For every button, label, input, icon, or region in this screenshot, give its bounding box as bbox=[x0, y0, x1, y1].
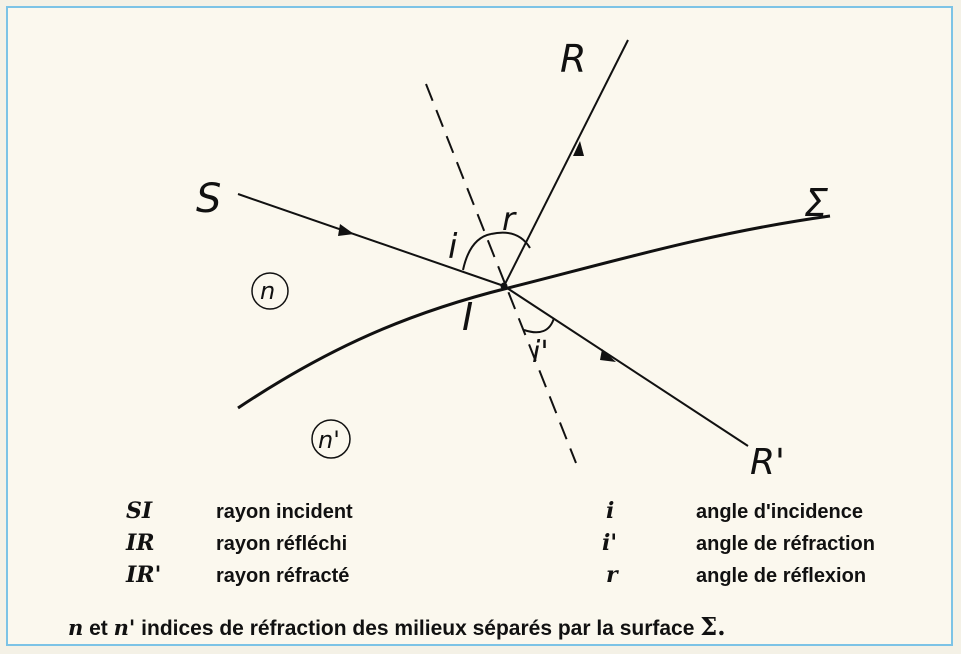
incidence-angle-arc bbox=[462, 233, 492, 271]
legend-symbol-ir-prime: IR' bbox=[126, 562, 162, 588]
legend-text-refraction-angle: angle de réfraction bbox=[696, 533, 875, 555]
label-angle-i: i bbox=[448, 227, 458, 267]
legend-symbol-i: i bbox=[606, 498, 615, 524]
label-sigma: Σ bbox=[804, 181, 828, 225]
footnote-n-prime: n' bbox=[113, 615, 136, 640]
legend-symbol-si: SI bbox=[126, 498, 153, 524]
footnote-text: indices de réfraction des milieux séparé… bbox=[135, 617, 701, 640]
label-angle-r: r bbox=[502, 200, 517, 238]
medium-n-prime-circle bbox=[311, 419, 351, 459]
label-n: n bbox=[260, 277, 275, 305]
legend-text-incidence-angle: angle d'incidence bbox=[696, 501, 864, 523]
legend-text-refracted: rayon réfracté bbox=[216, 565, 350, 587]
refraction-angle-arc bbox=[523, 317, 555, 334]
label-i-point: I bbox=[462, 295, 473, 339]
legend-text-incident: rayon incident bbox=[216, 501, 353, 523]
surface-sigma-curve bbox=[237, 214, 831, 410]
medium-n-circle bbox=[251, 272, 289, 310]
footnote: n et n' indices de réfraction des milieu… bbox=[68, 612, 726, 641]
refraction-diagram: S R R' I Σ i r i' n n' bbox=[196, 37, 831, 483]
label-angle-i-prime: i' bbox=[532, 335, 549, 370]
legend-symbol-i-prime: i' bbox=[602, 530, 618, 556]
legend-symbol-ir: IR bbox=[126, 530, 155, 556]
legend-text-reflected: rayon réfléchi bbox=[216, 533, 348, 555]
incident-arrow bbox=[338, 224, 354, 236]
reflected-ray bbox=[503, 39, 629, 287]
incident-ray bbox=[237, 193, 505, 287]
refracted-ray bbox=[503, 285, 749, 447]
footnote-sigma: Σ. bbox=[700, 612, 726, 641]
footnote-n: n bbox=[68, 615, 84, 640]
figure-frame: S R R' I Σ i r i' n n' SI rayon incident… bbox=[6, 6, 953, 646]
legend-text-reflection-angle: angle de réflexion bbox=[696, 565, 867, 587]
label-n-prime: n' bbox=[318, 426, 340, 454]
reflected-arrow bbox=[573, 141, 584, 156]
label-s: S bbox=[196, 176, 221, 222]
normal-line bbox=[425, 83, 577, 464]
label-r-prime: R' bbox=[750, 442, 785, 483]
point-i-dot bbox=[500, 282, 508, 290]
reflection-angle-arc bbox=[490, 231, 531, 249]
refracted-arrow bbox=[600, 349, 616, 362]
legend-symbol-r: r bbox=[606, 562, 618, 588]
footnote-et: et bbox=[83, 617, 114, 640]
label-r: R bbox=[560, 37, 586, 81]
